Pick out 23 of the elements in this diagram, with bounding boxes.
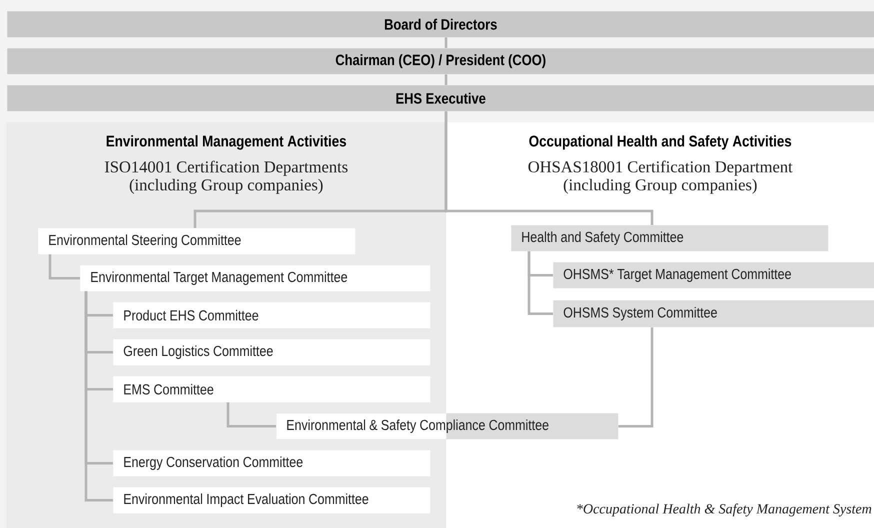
title-bar: Board of Directors [7, 11, 874, 38]
committee-box: EMS Committee [113, 376, 430, 402]
connector-line [226, 402, 276, 428]
connector-line [444, 111, 654, 225]
committee-box: Green Logistics Committee [113, 339, 430, 366]
connector-line [528, 251, 553, 315]
connector-line [84, 291, 113, 502]
connector-line [618, 327, 654, 428]
connector-line [444, 74, 448, 85]
committee-box: Environmental & Safety Compliance Committee [276, 413, 618, 440]
title-bar: Chairman (CEO) / President (COO) [7, 48, 874, 74]
committee-box: OHSMS* Target Management Committee [553, 262, 874, 288]
committee-box: Environmental Steering Committee [38, 228, 356, 254]
connector-line [48, 254, 80, 280]
committee-box: Health and Safety Committee [511, 225, 828, 252]
connector-line [444, 37, 448, 48]
committee-box: Product EHS Committee [113, 302, 430, 328]
footnote: *Occupational Health & Safety Management System [577, 504, 872, 516]
title-bar: EHS Executive [7, 85, 874, 112]
committee-box: Environmental Target Management Committee [80, 265, 430, 292]
committee-box: Environmental Impact Evaluation Committee [113, 487, 430, 514]
committee-box: Energy Conservation Committee [113, 450, 430, 476]
committee-box: OHSMS System Committee [553, 300, 874, 328]
